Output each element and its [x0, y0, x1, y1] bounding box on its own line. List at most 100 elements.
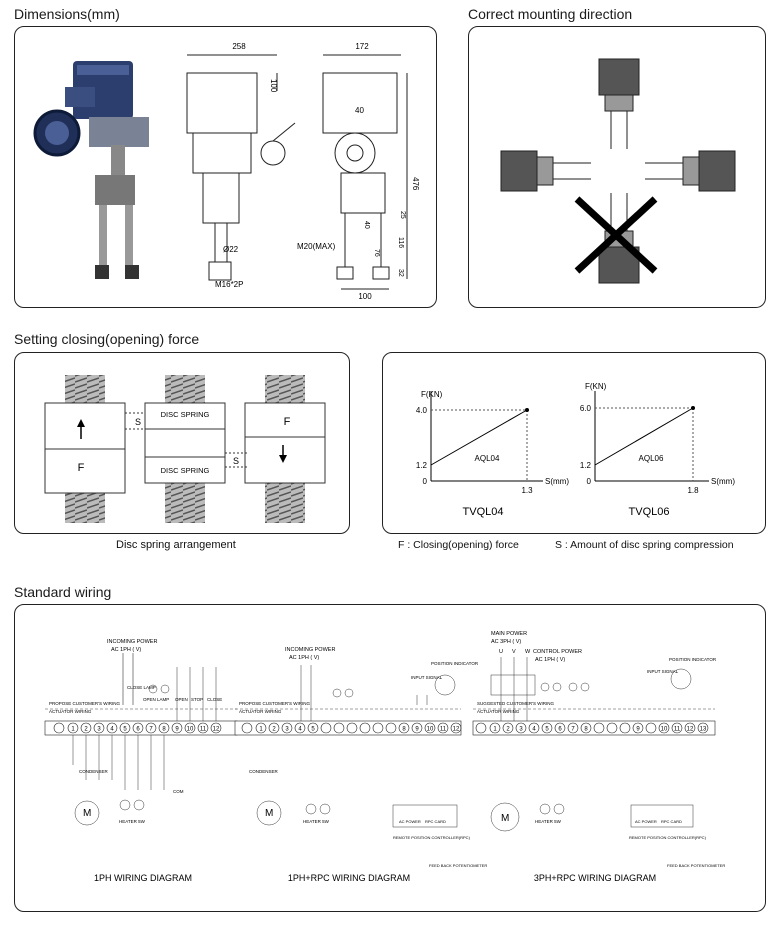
d3-suggested: SUGGESTED CUSTOMER'S WIRING	[477, 701, 555, 706]
d3-phase-u: U	[499, 649, 503, 655]
d3-t10: 10	[661, 727, 668, 733]
d3-t13: 13	[700, 727, 707, 733]
wiring-3ph-rpc: MAIN POWER AC 3PH ( V) U V W CONTROL POW…	[472, 631, 725, 883]
d1-title: 1PH WIRING DIAGRAM	[94, 873, 192, 883]
d1-heater: HEATER 5W	[119, 819, 146, 824]
d2-ac-power: AC POWER	[399, 819, 421, 824]
d1-t2: 2	[84, 727, 88, 733]
dim-thread-label: M16*2P	[215, 280, 243, 289]
d3-t5: 5	[545, 727, 549, 733]
arrow-down-icon	[279, 455, 287, 463]
dim-top-label: 100	[269, 79, 278, 93]
actuator-photo	[33, 61, 149, 279]
force-graph-panel: F(KN) S(mm) 4.0 1.2 0 1.3 AQL04 TVQL04 F…	[382, 352, 766, 534]
d1-t10: 10	[187, 727, 194, 733]
dim-width-label: 258	[232, 42, 246, 51]
d2-t1: 1	[259, 727, 263, 733]
graph1-x-end: 1.3	[521, 486, 533, 495]
d2-t8: 8	[402, 727, 406, 733]
disc-spring-caption: Disc spring arrangement	[116, 539, 236, 551]
d1-t12: 12	[213, 727, 220, 733]
d3-t3: 3	[519, 727, 523, 733]
heading-wiring: Standard wiring	[14, 584, 112, 600]
d3-power-label: MAIN POWER	[491, 631, 527, 637]
d3-motor-symbol: M	[501, 813, 509, 824]
d3-t7: 7	[571, 727, 575, 733]
graph2-model: AQL06	[639, 454, 664, 463]
graph2-x-end: 1.8	[687, 486, 699, 495]
disc-spring-label-top: DISC SPRING	[161, 410, 210, 419]
dim-76-label: 76	[373, 249, 380, 257]
wiring-drawing: INCOMING POWER AC 1PH ( V) PROPOSE CUSTO…	[44, 631, 725, 883]
dim-offset-label: 40	[355, 106, 364, 115]
d2-feed: FEED BACK POTENTIOMETER	[429, 863, 487, 868]
d3-title: 3PH+RPC WIRING DIAGRAM	[534, 873, 656, 883]
d1-t8: 8	[162, 727, 166, 733]
disc-spring-label-bottom: DISC SPRING	[161, 466, 210, 475]
graph1-y-start: 1.2	[416, 461, 428, 470]
graph1-x-axis-label: S(mm)	[545, 477, 569, 486]
d2-t10: 10	[427, 727, 434, 733]
d3-t9: 9	[636, 727, 640, 733]
d3-heater: HEATER 5W	[535, 819, 562, 824]
dim-depth-label: 172	[355, 42, 369, 51]
dim-25-label: 25	[399, 211, 406, 219]
dim-32-label: 32	[397, 269, 404, 277]
d3-t8: 8	[584, 727, 588, 733]
d1-t7: 7	[149, 727, 153, 733]
d3-phase-w: W	[525, 649, 531, 655]
d2-rpc-card: RPC CARD	[425, 819, 446, 824]
d1-stop: STOP	[191, 697, 203, 702]
wiring-1ph: INCOMING POWER AC 1PH ( V) PROPOSE CUSTO…	[44, 639, 238, 883]
d1-t5: 5	[123, 727, 127, 733]
d2-power-spec: AC 1PH ( V)	[289, 655, 319, 661]
d1-open-lamp: OPEN LAMP	[143, 697, 169, 702]
graph2-title: TVQL06	[629, 506, 670, 518]
d3-position-indicator: POSITION INDICATOR	[669, 657, 717, 662]
graph1-y-end: 4.0	[416, 406, 428, 415]
d3-phase-v: V	[512, 649, 516, 655]
d2-propose: PROPOSE CUSTOMER'S WIRING	[239, 701, 311, 706]
d1-com: COM	[173, 789, 184, 794]
d2-t3: 3	[285, 727, 289, 733]
d2-t12: 12	[453, 727, 460, 733]
spring-f-label-2: F	[284, 416, 291, 428]
legend-compression: S : Amount of disc spring compression	[555, 539, 734, 551]
d2-t9: 9	[415, 727, 419, 733]
d1-power-spec: AC 1PH ( V)	[111, 647, 141, 653]
graph2-y-axis-label: F(KN)	[585, 382, 607, 391]
d1-t3: 3	[97, 727, 101, 733]
arrow-up-icon	[77, 419, 85, 427]
force-graphs: F(KN) S(mm) 4.0 1.2 0 1.3 AQL04 TVQL04 F…	[416, 382, 735, 518]
d1-t1: 1	[71, 727, 75, 733]
d3-input-signal: INPUT SIGNAL	[647, 669, 679, 674]
d3-t4: 4	[532, 727, 536, 733]
d3-ac-power: AC POWER	[635, 819, 657, 824]
mount-left	[500, 150, 591, 192]
d3-t12: 12	[687, 727, 694, 733]
wiring-1ph-rpc: INCOMING POWER AC 1PH ( V) PROPOSE CUSTO…	[234, 647, 487, 883]
d2-power-label: INCOMING POWER	[285, 647, 335, 653]
graph1-origin: 0	[423, 477, 428, 486]
d3-feed: FEED BACK POTENTIOMETER	[667, 863, 725, 868]
spring-f-label-1: F	[78, 462, 85, 474]
graph2-x-axis-label: S(mm)	[711, 477, 735, 486]
d2-condenser: CONDENSER	[249, 769, 279, 774]
graph-tvql06	[594, 391, 709, 482]
d2-input-signal: INPUT SIGNAL	[411, 675, 443, 680]
heading-dimensions: Dimensions(mm)	[14, 6, 120, 22]
graph1-title: TVQL04	[463, 506, 504, 518]
d3-t11: 11	[674, 727, 681, 733]
mount-up	[598, 58, 640, 149]
d1-t6: 6	[136, 727, 140, 733]
spring-s-label-2: S	[233, 456, 239, 466]
d1-condenser: CONDENSER	[79, 769, 109, 774]
spring-s-label-1: S	[135, 417, 141, 427]
d3-remote: REMOTE POSITION CONTROLLER(RPC)	[629, 835, 707, 840]
graph1-y-axis-label: F(KN)	[421, 390, 443, 399]
dim-dia-label: Ø22	[223, 245, 239, 254]
graph1-model: AQL04	[475, 454, 500, 463]
d2-title: 1PH+RPC WIRING DIAGRAM	[288, 873, 410, 883]
d3-actuator: ACTUATOR WIRING	[477, 709, 520, 714]
mounting-drawing	[500, 58, 736, 284]
